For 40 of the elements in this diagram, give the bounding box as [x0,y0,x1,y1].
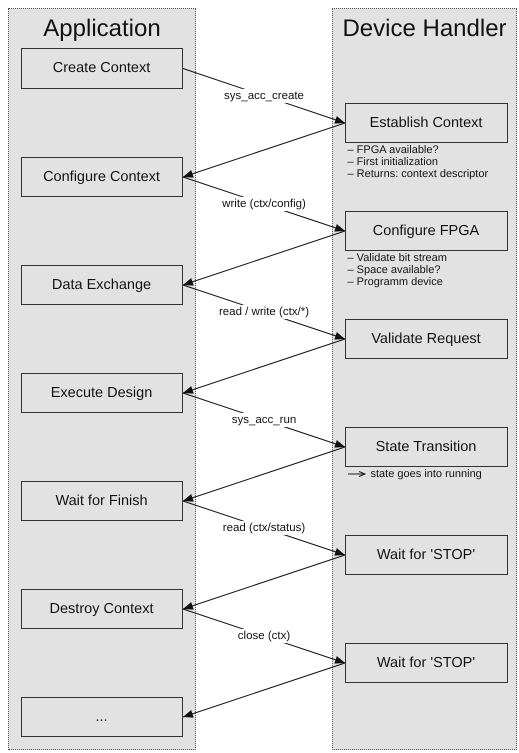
box-label: Configure Context [43,168,160,184]
box-label: Wait for Finish [55,492,148,508]
box-label: Validate Request [371,330,481,346]
process-box [20,372,182,412]
lane-title: Application [42,15,162,43]
box-label: State Transition [376,438,476,454]
box-label: Wait for 'STOP' [376,654,476,670]
note-text: – Validate bit stream [348,252,447,264]
process-box [20,156,182,196]
note-text: – Space available? [348,264,440,276]
process-box [20,696,182,736]
swimlane [332,8,517,750]
note-text: – First initialization [348,156,438,168]
process-box [20,588,182,628]
box-label: Execute Design [50,384,152,400]
process-box [20,264,182,304]
note-text: – FPGA available? [348,144,439,156]
process-box [344,318,508,358]
note-text: – Returns: context descriptor [348,168,488,180]
arrow [182,662,346,718]
box-label: Establish Context [370,114,482,130]
arrow [182,230,346,286]
arrow [182,554,346,610]
process-box [20,480,182,520]
lane-title: Device Handler [341,15,508,43]
arrow [182,446,346,502]
box-label: Create Context [52,60,150,76]
process-box [20,48,182,88]
swimlane [8,8,196,750]
process-box [344,642,508,682]
process-box [344,534,508,574]
box-label: Configure FPGA [372,222,480,238]
box-label: Wait for 'STOP' [376,546,476,562]
note-text: state goes into running [370,468,482,480]
box-label: ... [95,708,108,724]
arrow [182,122,346,178]
arrow [182,338,346,394]
box-label: Destroy Context [50,600,154,616]
note-text: – Programm device [348,276,443,288]
box-label: Data Exchange [52,276,152,292]
